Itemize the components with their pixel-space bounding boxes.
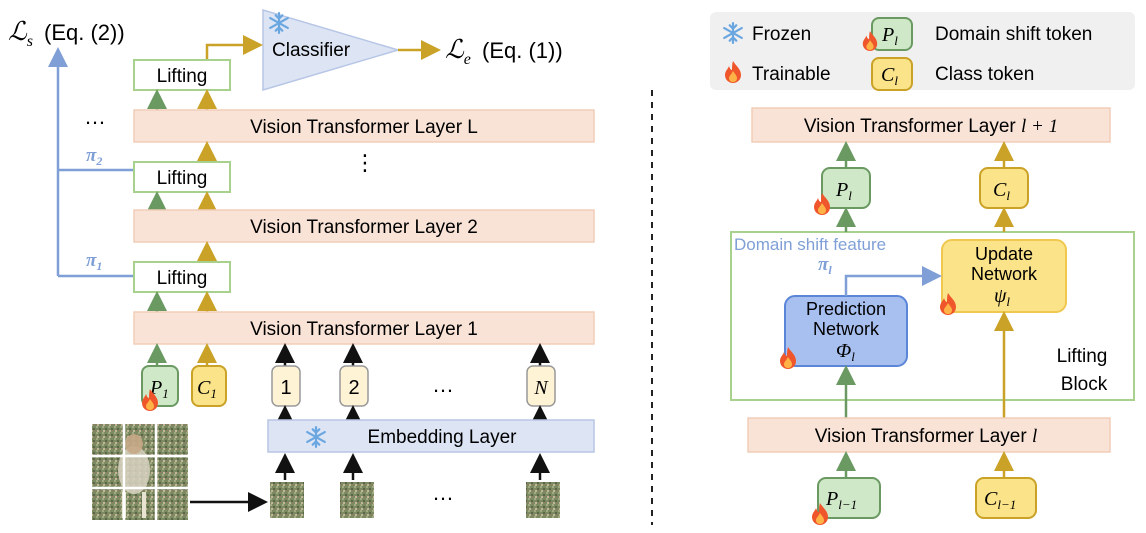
svg-text:ℒe: ℒe — [445, 35, 471, 68]
lifting-block-2 — [133, 161, 231, 193]
classifier-block: Classifier — [262, 8, 401, 92]
lifting-block-label-1: Lifting — [1057, 346, 1108, 367]
vit-layer-l-plus-1 — [751, 107, 1111, 143]
lifting-block-label-2: Block — [1061, 374, 1108, 395]
lifting-block-1 — [133, 261, 231, 293]
embedding-layer — [267, 419, 595, 453]
vertical-ellipsis: ⋮ — [354, 150, 376, 175]
svg-text:Cl: Cl — [881, 64, 898, 88]
class-token-cl-in-label: Cl−1 — [984, 488, 1016, 512]
lifting-to-classifier — [205, 35, 263, 60]
pi-l-arrow — [844, 266, 942, 296]
legend: Frozen Trainable Pl Domain shift token C… — [710, 12, 1135, 91]
pi-2-label: π2 — [86, 145, 102, 168]
class-token-c1 — [191, 365, 227, 407]
patch-token-ellipsis: … — [432, 372, 454, 397]
psi-label: ψl — [994, 285, 1010, 309]
pi-1-label: π1 — [86, 250, 102, 273]
legend-class-token — [871, 57, 913, 91]
class-token-c1-label: C1 — [197, 377, 217, 401]
class-token-cl-in — [975, 477, 1037, 519]
update-network-label-1: Update — [975, 244, 1033, 264]
lifting-label-2: Lifting — [157, 168, 208, 189]
patch-thumb-ellipsis: … — [432, 480, 454, 505]
svg-text:Trainable: Trainable — [752, 64, 831, 85]
svg-text:(Eq. (2)): (Eq. (2)) — [44, 20, 125, 45]
loss-e-label: ℒe (Eq. (1)) — [445, 35, 563, 68]
image-patch-thumb — [270, 482, 304, 518]
image-patch-thumb — [340, 482, 374, 518]
lifting-label-1: Lifting — [157, 268, 208, 289]
svg-text:Domain shift token: Domain shift token — [935, 24, 1092, 45]
vit-layer-1-label: Vision Transformer Layer 1 — [250, 319, 478, 340]
class-token-cl-out-label: Cl — [993, 179, 1010, 203]
ellipsis-left: … — [84, 104, 106, 129]
svg-text:ℒs: ℒs — [8, 17, 33, 50]
vit-layer-L — [133, 109, 595, 143]
svg-text:(Eq. (1)): (Eq. (1)) — [482, 38, 563, 63]
patch-token-label: N — [533, 377, 549, 399]
input-image — [92, 424, 188, 520]
lifting-block-top — [133, 59, 231, 91]
phi-label: Φl — [836, 340, 855, 364]
svg-text:Frozen: Frozen — [752, 24, 811, 45]
update-network-label-2: Network — [971, 264, 1038, 284]
pi-l-label: πl — [818, 254, 832, 277]
vit-layer-l-plus-1-label: Vision Transformer Layer l + 1 — [804, 116, 1058, 137]
patch-token-label: 2 — [348, 377, 359, 399]
vit-layer-1 — [133, 311, 595, 345]
domain-token-pl-out-label: Pl — [835, 179, 852, 203]
loss-s-label: ℒs (Eq. (2)) — [8, 17, 125, 50]
vit-layer-l — [747, 417, 1111, 453]
patch-token-label: 1 — [280, 377, 291, 399]
vit-layer-2 — [133, 209, 595, 243]
domain-token-pl-in — [817, 477, 881, 519]
image-patch-thumb — [526, 482, 560, 518]
embedding-label: Embedding Layer — [368, 427, 518, 448]
prediction-network-label-1: Prediction — [806, 299, 886, 319]
lifting-label-top: Lifting — [157, 66, 208, 87]
svg-text:Pl: Pl — [881, 24, 898, 48]
prediction-network-label-2: Network — [813, 319, 880, 339]
domain-token-pl-in-label: Pl−1 — [825, 488, 857, 512]
vit-layer-L-label: Vision Transformer Layer L — [250, 117, 478, 138]
domain-shift-feature-label: Domain shift feature — [734, 235, 886, 254]
svg-text:Class token: Class token — [935, 64, 1034, 85]
vit-layer-l-label: Vision Transformer Layer l — [815, 426, 1037, 447]
vit-layer-2-label: Vision Transformer Layer 2 — [250, 217, 478, 238]
svg-text:Classifier: Classifier — [272, 40, 351, 61]
